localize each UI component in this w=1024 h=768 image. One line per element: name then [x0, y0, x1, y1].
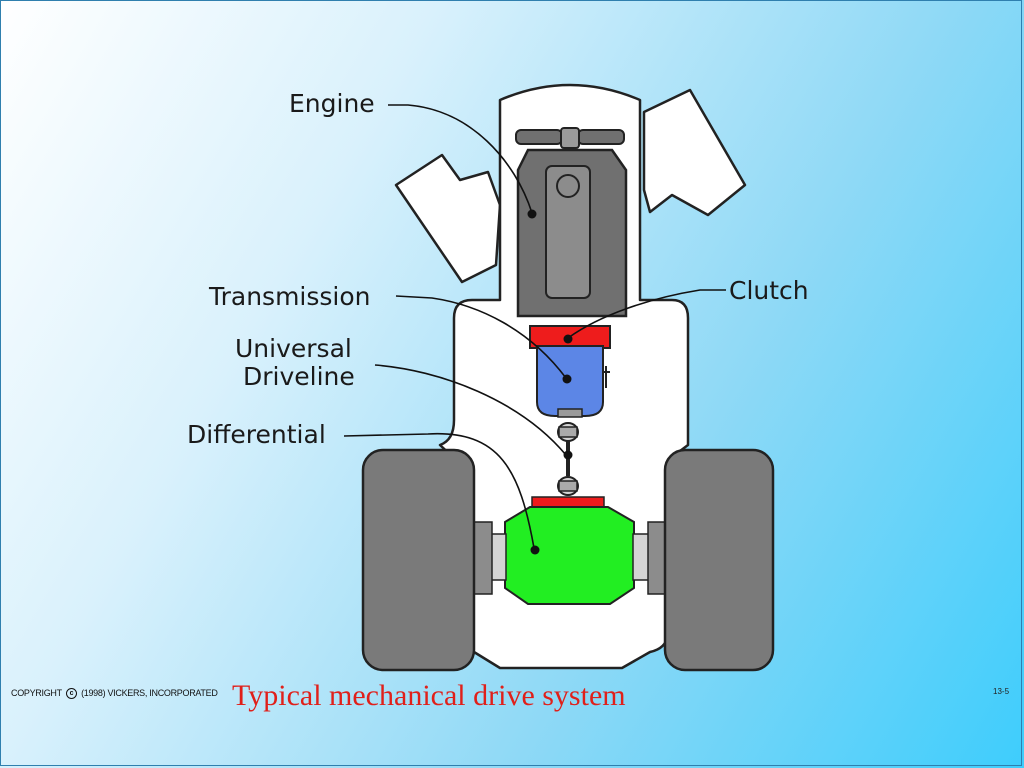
copyright-icon: c — [65, 688, 77, 700]
engine-leader — [388, 104, 533, 214]
universal-label: Universal — [235, 334, 352, 363]
shift-linkage — [603, 366, 610, 388]
clutch-leader — [567, 289, 726, 339]
transmission-dot — [562, 374, 572, 384]
driveline-label: Driveline — [243, 362, 355, 391]
slide-caption: Typical mechanical drive system — [232, 679, 626, 712]
engine-cap — [556, 174, 580, 198]
transmission-leader — [395, 295, 567, 379]
transmission-label: Transmission — [208, 282, 371, 311]
fan-hub — [560, 127, 580, 149]
copyright-suffix: (1998) VICKERS, INCORPORATED — [81, 688, 218, 698]
engine-label: Engine — [289, 89, 375, 118]
clutch-dot — [563, 334, 573, 344]
right-axle-flange — [647, 521, 667, 595]
page-number: 13-5 — [993, 687, 1010, 696]
right-tire — [663, 448, 775, 672]
copyright-notice: COPYRIGHT c (1998) VICKERS, INCORPORATED — [11, 688, 218, 700]
driveline-dot — [563, 450, 573, 460]
left-tire — [361, 448, 476, 672]
transmission-output — [557, 408, 583, 418]
left-body-outline — [394, 153, 502, 284]
differential-cover — [531, 496, 605, 508]
clutch-label: Clutch — [729, 276, 809, 305]
fan-blade-right — [577, 129, 625, 145]
right-axle — [632, 533, 650, 581]
differential-dot — [530, 545, 540, 555]
differential-leader — [343, 432, 535, 549]
differential-label: Differential — [187, 420, 326, 449]
differential-housing — [504, 506, 635, 605]
copyright-prefix: COPYRIGHT — [11, 688, 62, 698]
driveline-leader — [374, 364, 567, 456]
right-body-outline — [642, 88, 747, 217]
engine-dot — [527, 209, 537, 219]
universal-driveline — [557, 422, 579, 496]
fan-blade-left — [515, 129, 563, 145]
engine-head — [545, 165, 591, 299]
